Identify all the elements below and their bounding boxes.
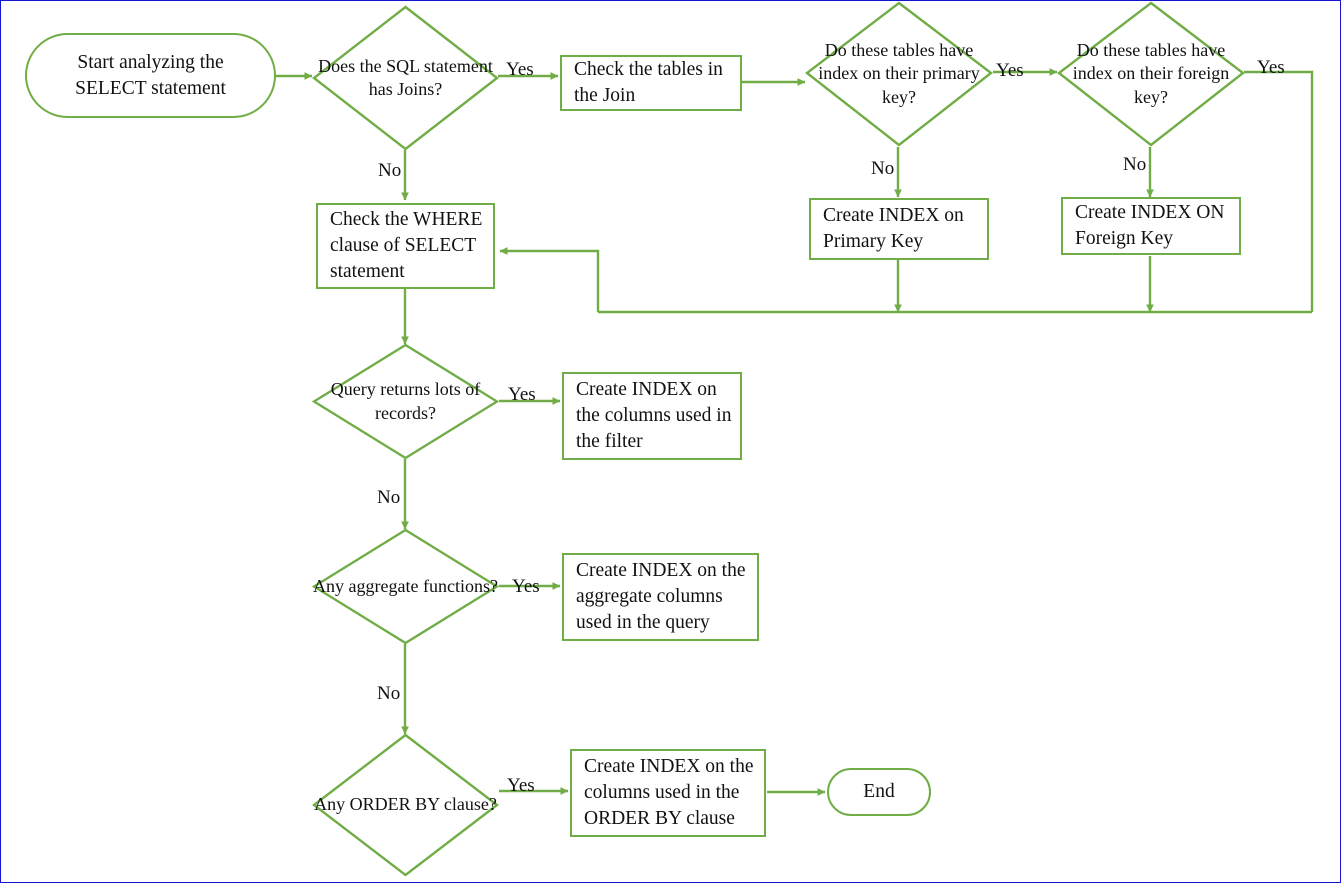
diamond-shape (312, 528, 499, 645)
edge-label-foreign-yes: Yes (1257, 57, 1285, 78)
node-create-fk-label: Create INDEX ON Foreign Key (1075, 202, 1225, 249)
edge-foreign-yes (1244, 70, 1314, 312)
edge-label-joins-yes: Yes (506, 59, 534, 80)
node-order-by-label: Any ORDER BY clause? (314, 794, 497, 815)
node-aggregate[interactable]: Any aggregate functions? (312, 528, 499, 645)
node-create-filter-label: Create INDEX on the columns used in the … (576, 379, 732, 452)
edge-label-aggregate-yes: Yes (512, 576, 540, 597)
diamond-shape (312, 343, 499, 460)
diamond-shape (312, 733, 499, 877)
node-order-by[interactable]: Any ORDER BY clause? (312, 733, 499, 877)
node-check-tables-label: Check the tables in the Join (574, 59, 723, 106)
node-index-primary[interactable]: Do these tables have index on their prim… (805, 1, 993, 147)
node-index-foreign[interactable]: Do these tables have index on their fore… (1057, 1, 1245, 147)
node-create-aggregate[interactable]: Create INDEX on the aggregate columns us… (562, 553, 759, 641)
edge-bus-to-where (499, 247, 600, 312)
edge-label-foreign-no: No (1123, 154, 1147, 175)
node-end-label: End (863, 781, 895, 803)
node-create-filter[interactable]: Create INDEX on the columns used in the … (562, 372, 742, 460)
node-has-joins[interactable]: Does the SQL statement has Joins? (312, 5, 499, 151)
node-create-aggregate-label: Create INDEX on the aggregate columns us… (576, 560, 746, 633)
node-create-orderby[interactable]: Create INDEX on the columns used in the … (570, 749, 766, 837)
edge-label-orderby-yes: Yes (507, 775, 535, 796)
node-check-tables[interactable]: Check the tables in the Join (560, 55, 742, 111)
node-index-foreign-label: Do these tables have index on their fore… (1072, 39, 1230, 107)
node-aggregate-label: Any aggregate functions? (313, 575, 498, 596)
node-start[interactable]: Start analyzing the SELECT statement (25, 33, 276, 118)
node-lots-records[interactable]: Query returns lots of records? (312, 343, 499, 460)
edge-label-records-yes: Yes (508, 384, 536, 405)
node-create-fk[interactable]: Create INDEX ON Foreign Key (1061, 197, 1241, 255)
node-has-joins-label: Does the SQL statement has Joins? (318, 55, 493, 99)
node-start-label: Start analyzing the SELECT statement (75, 51, 226, 99)
node-lots-records-label: Query returns lots of records? (330, 379, 481, 423)
node-check-where[interactable]: Check the WHERE clause of SELECT stateme… (316, 203, 495, 289)
edge-label-records-no: No (377, 487, 401, 508)
node-create-pk[interactable]: Create INDEX on Primary Key (809, 198, 989, 260)
node-end[interactable]: End (827, 768, 931, 816)
edge-label-primary-yes: Yes (996, 60, 1024, 81)
node-create-pk-label: Create INDEX on Primary Key (823, 205, 964, 252)
diamond-shape (805, 1, 993, 147)
edge-label-aggregate-no: No (377, 683, 401, 704)
diamond-shape (1057, 1, 1245, 147)
edge-label-joins-no: No (378, 160, 402, 181)
node-check-where-label: Check the WHERE clause of SELECT stateme… (330, 209, 483, 282)
diamond-shape (312, 5, 499, 151)
node-create-orderby-label: Create INDEX on the columns used in the … (584, 756, 754, 829)
edge-label-primary-no: No (871, 158, 895, 179)
node-index-primary-label: Do these tables have index on their prim… (818, 39, 980, 107)
